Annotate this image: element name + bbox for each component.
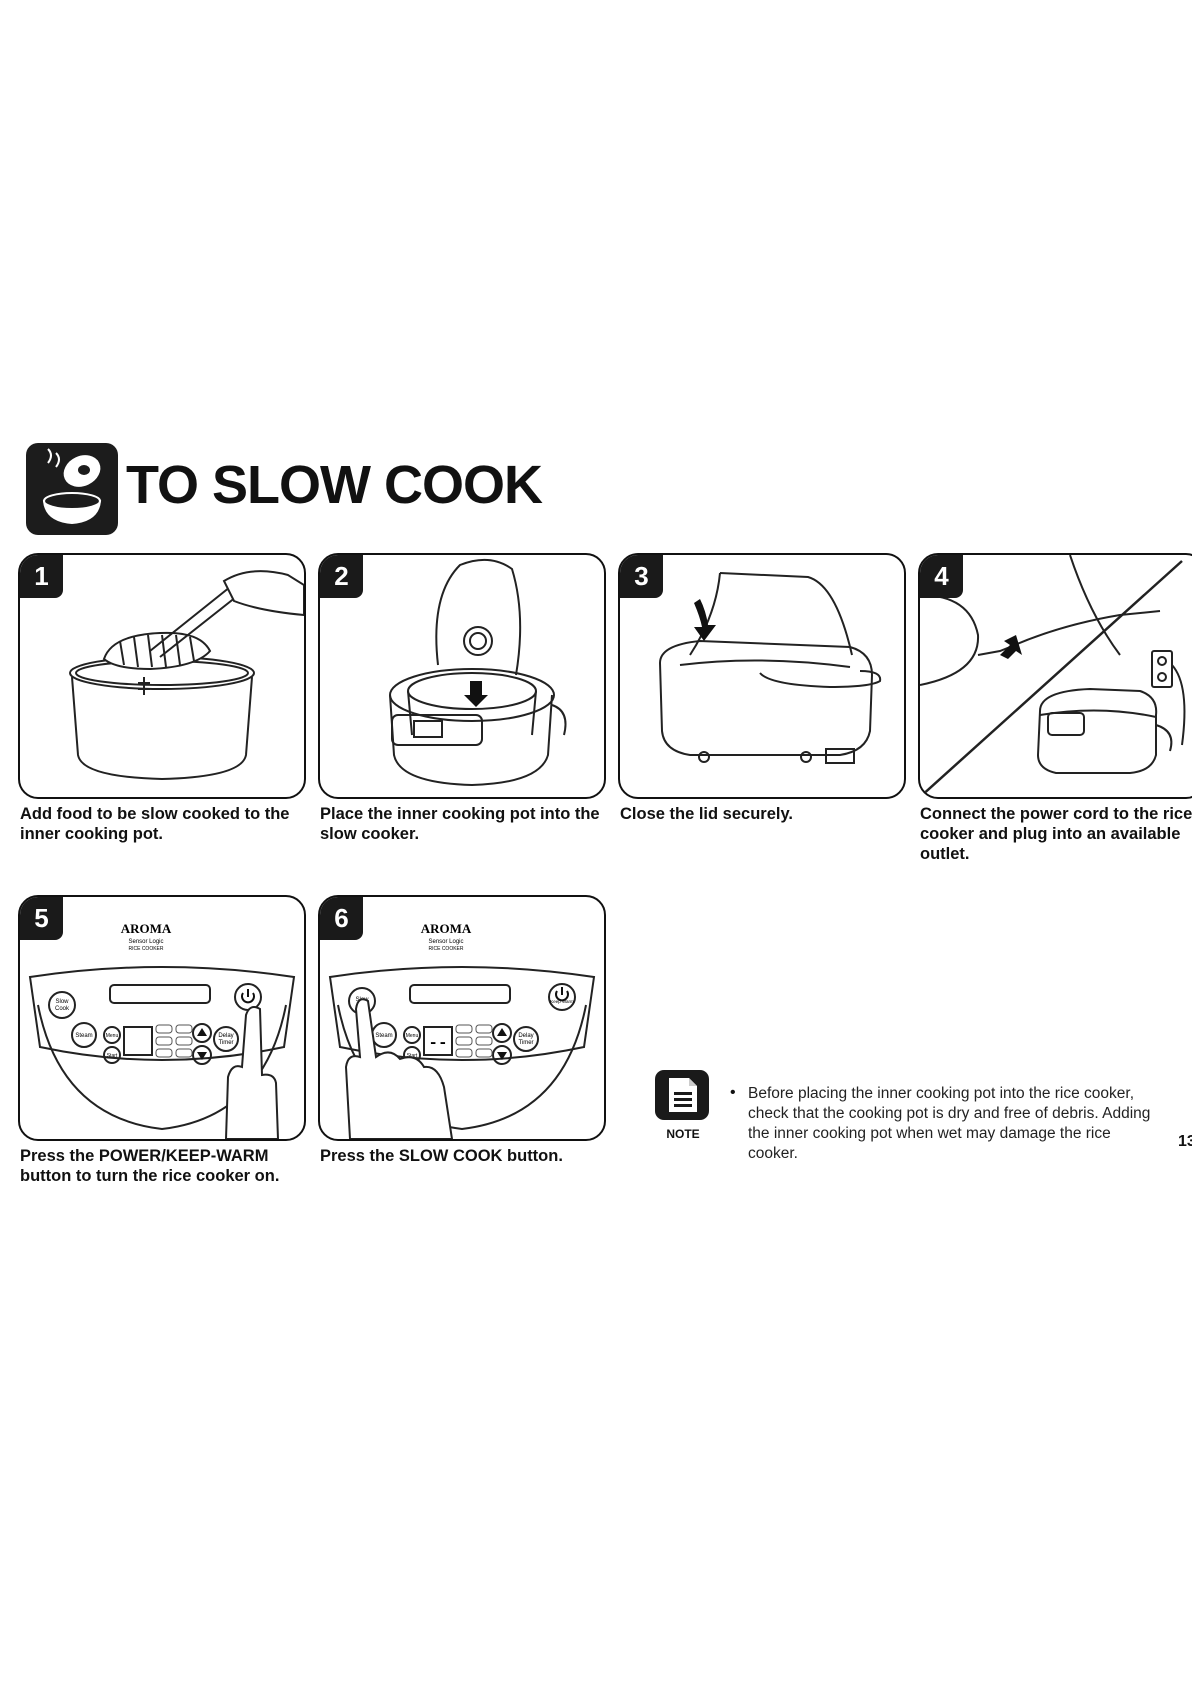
note-text: Before placing the inner cooking pot int… [748,1085,1151,1162]
step-caption: Press the SLOW COOK button. [320,1147,563,1165]
step-caption: Close the lid securely. [620,805,794,823]
power-icon [555,987,569,1002]
brand-subtitle: Sensor Logic [128,939,163,945]
press-power-button-illustration: AROMA Sensor Logic RICE COOKER [28,921,296,1139]
step-number: 5 [20,897,63,940]
menu-label: Menu [106,1033,119,1039]
step-caption: Press the POWER/KEEP-WARM button to turn… [20,1147,280,1185]
slow-cook-label: Cook [55,1006,70,1012]
step-4: 4 Connect the power cord to the rice coo… [918,553,1192,864]
brand-subtitle: RICE COOKER [428,946,463,952]
step-5: 5 AROMA Sensor Logic RICE COOKER [18,895,306,1186]
step-5-panel: 5 AROMA Sensor Logic RICE COOKER [18,895,306,1141]
page-header: TO SLOW COOK [26,443,726,535]
food-into-pot-illustration [69,570,304,781]
press-slow-cook-button-illustration: AROMA Sensor Logic RICE COOKER [328,921,596,1139]
step-number: 6 [320,897,363,940]
step-3: 3 Close the lid securely. [618,553,906,824]
steam-label: Steam [375,1033,392,1039]
note-bullet: • [730,1084,736,1101]
arrow-icon [497,1028,507,1060]
rice-cooker-icon [26,443,118,535]
brand-logo: AROMA [421,921,472,936]
slow-cook-label: Slow [55,999,69,1005]
steam-label: Steam [75,1033,92,1039]
arrow-icon [197,1028,207,1060]
delay-timer-label: Delay [518,1033,533,1039]
close-lid-illustration [658,572,882,764]
step-number: 2 [320,555,363,598]
insert-pot-illustration [389,558,567,787]
delay-timer-label: Timer [518,1040,533,1046]
step-caption: Place the inner cooking pot into the slo… [320,805,600,843]
plug-in-cord-illustration [920,555,1186,797]
step-3-panel: 3 [618,553,906,799]
start-label: Start [407,1053,418,1059]
step-number: 3 [620,555,663,598]
menu-label: Menu [406,1033,419,1039]
start-label: Start [107,1053,118,1059]
finger-pressing [344,998,454,1139]
step-number: 1 [20,555,63,598]
note-document-icon [655,1070,709,1120]
finger-pressing [224,1006,280,1139]
note-box: NOTE • Before placing the inner cooking … [655,1070,1192,1162]
delay-timer-label: Timer [218,1040,233,1046]
step-1-panel: 1 [18,553,306,799]
brand-subtitle: Sensor Logic [428,939,463,945]
step-6: 6 AROMA Sensor Logic RICE COOKER [318,895,606,1166]
step-1: 1 Add food to be slow cooked to the inne… [18,553,306,844]
display-readout: -- [428,1034,447,1052]
step-4-panel: 4 [918,553,1192,799]
brand-subtitle: RICE COOKER [128,946,163,952]
note-label: NOTE [666,1127,700,1141]
step-caption: Add food to be slow cooked to the inner … [20,805,290,843]
brand-logo: AROMA [121,921,172,936]
power-icon [241,989,255,1004]
step-6-panel: 6 AROMA Sensor Logic RICE COOKER [318,895,606,1141]
step-number: 4 [920,555,963,598]
delay-timer-label: Delay [218,1033,233,1039]
page-number: 13 [1178,1133,1192,1150]
step-2: 2 Place the inner cooking pot into the s… [318,553,606,844]
step-caption: Connect the power cord to the rice cooke… [920,805,1192,863]
keep-warm-label: Keep Warm [550,999,574,1004]
step-2-panel: 2 [318,553,606,799]
page-title: TO SLOW COOK [126,455,543,515]
